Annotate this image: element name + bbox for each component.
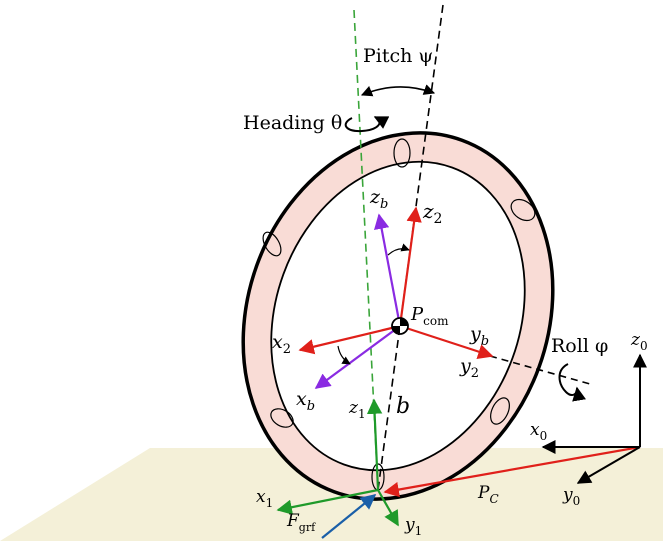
vertical-reference-line (353, 9, 379, 491)
b-label: b (396, 394, 410, 419)
x1-axis-arrow (276, 488, 379, 515)
x0-label: x0 (530, 420, 547, 443)
y1-label: y1 (404, 515, 422, 538)
z1-axis-arrow (366, 398, 383, 491)
yb-axis-arrow (399, 324, 494, 360)
x2-label: x2 (272, 331, 291, 357)
pc-label: PC (477, 483, 499, 506)
fgrf-label: Fgrf (286, 511, 316, 534)
x2-xb-angle-arc (337, 345, 351, 365)
center-of-mass-icon (391, 317, 409, 335)
y1-axis-arrow (377, 489, 399, 527)
z2-label: z2 (422, 199, 442, 227)
wheel-tread-marks (262, 138, 536, 491)
pitch-label: Pitch ψ (363, 45, 433, 67)
x2-axis-arrow (298, 324, 401, 355)
z1-label: z1 (348, 398, 366, 421)
z2-axis-arrow (398, 206, 422, 327)
xb-label: xb (296, 388, 315, 414)
xb-axis-arrow (314, 325, 401, 389)
pitch-arc (360, 84, 436, 97)
fgrf-force-arrow (321, 494, 377, 539)
y0-label: y0 (562, 485, 580, 508)
y0-axis-arrow (576, 446, 641, 484)
roll-axis-line (489, 355, 591, 385)
zb-axis-arrow (374, 213, 402, 327)
x1-label: x1 (256, 487, 273, 510)
heading-label: Heading θ (243, 112, 342, 134)
yb-label: yb (469, 323, 489, 349)
heading-rotation-icon (344, 116, 390, 133)
roll-label: Roll φ (551, 335, 608, 357)
zb-label: zb (369, 186, 388, 212)
z0-label: z0 (630, 330, 648, 353)
zb-z2-angle-arc (387, 243, 410, 256)
y2-label: y2 (459, 355, 479, 381)
pc-position-vector (383, 445, 641, 498)
roll-rotation-icon (558, 363, 586, 402)
pcom-label: Pcom (410, 304, 449, 328)
